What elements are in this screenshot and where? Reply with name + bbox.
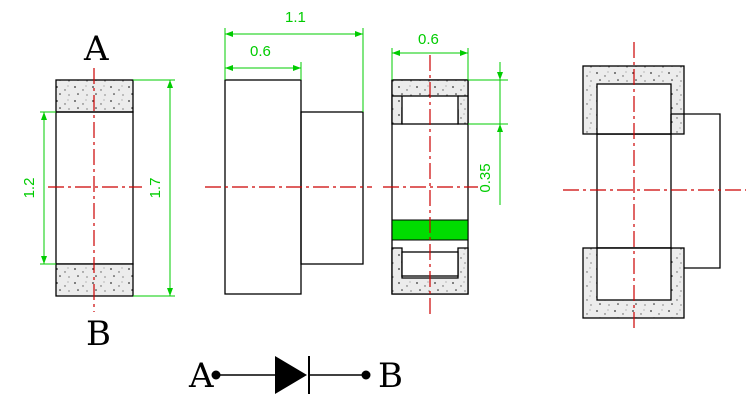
dim-bottom-width: 0.6 (391, 31, 469, 80)
dim-side-body-width-label: 0.6 (250, 43, 271, 60)
diode-symbol: A B (188, 356, 403, 396)
dim-bottom-pad-depth: 0.35 (468, 62, 508, 205)
dim-front-outer-height: 1.7 (133, 79, 175, 297)
rear-lens (671, 113, 721, 269)
front-view: 1.2 1.7 A B (21, 29, 175, 354)
front-label-b: B (86, 314, 111, 354)
side-view: 1.1 0.6 (205, 9, 372, 295)
dim-side-total-width: 1.1 (224, 9, 364, 112)
dim-bottom-width-label: 0.6 (418, 31, 439, 48)
dim-side-total-width-label: 1.1 (285, 9, 306, 26)
bottom-view: 0.6 0.35 (383, 31, 508, 318)
rear-view (563, 42, 746, 330)
dim-front-inner-height: 1.2 (21, 111, 56, 265)
side-lens (300, 111, 364, 265)
dim-front-inner-height-label: 1.2 (21, 178, 38, 199)
diode-triangle (275, 356, 307, 394)
symbol-label-a: A (188, 356, 214, 396)
dim-bottom-pad-depth-label: 0.35 (477, 163, 494, 192)
front-label-a: A (83, 29, 109, 69)
dim-front-outer-height-label: 1.7 (147, 178, 164, 199)
symbol-label-b: B (378, 356, 403, 396)
dim-side-body-width: 0.6 (225, 43, 302, 80)
